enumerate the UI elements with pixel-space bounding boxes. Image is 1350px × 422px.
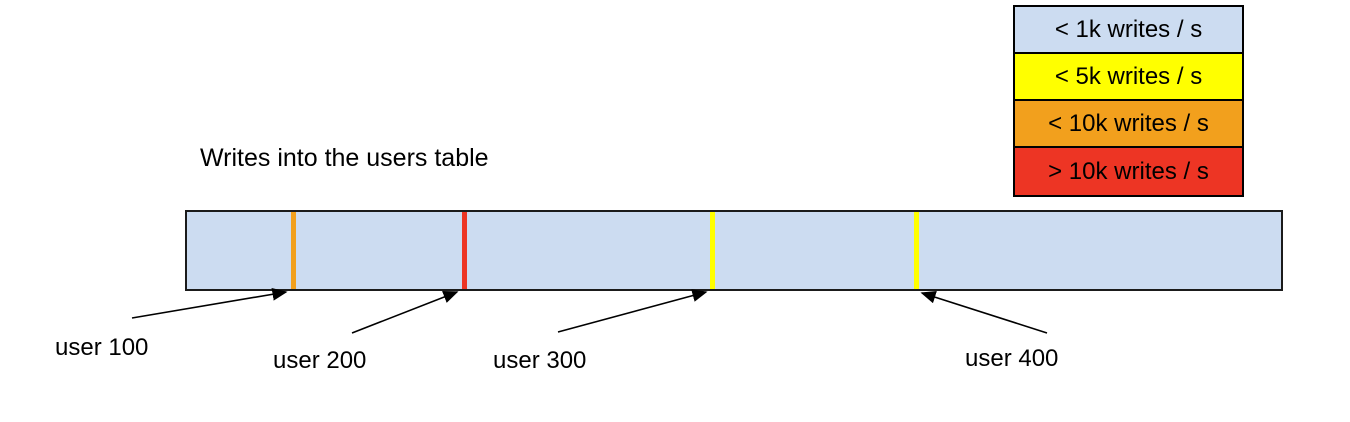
user-label-user-200: user 200 [273,347,367,374]
user-label-user-300: user 300 [493,347,587,374]
legend-item-0: < 1k writes / s [1015,7,1242,54]
write-hotspot-tick-user-400 [914,212,919,289]
legend-item-3: > 10k writes / s [1015,148,1242,195]
legend: < 1k writes / s< 5k writes / s< 10k writ… [1013,5,1244,197]
arrow-user-200 [351,290,459,334]
write-hotspot-tick-user-300 [710,212,715,289]
users-table-bar [185,210,1283,291]
arrow-user-300 [557,289,708,333]
diagram-title: Writes into the users table [200,144,489,172]
legend-item-1: < 5k writes / s [1015,54,1242,101]
write-hotspot-tick-user-100 [291,212,296,289]
arrow-user-400 [920,291,1048,334]
legend-item-2: < 10k writes / s [1015,101,1242,148]
user-label-user-100: user 100 [55,334,149,361]
user-label-user-400: user 400 [965,345,1059,372]
arrow-user-100 [131,287,288,319]
write-hotspot-tick-user-200 [462,212,467,289]
